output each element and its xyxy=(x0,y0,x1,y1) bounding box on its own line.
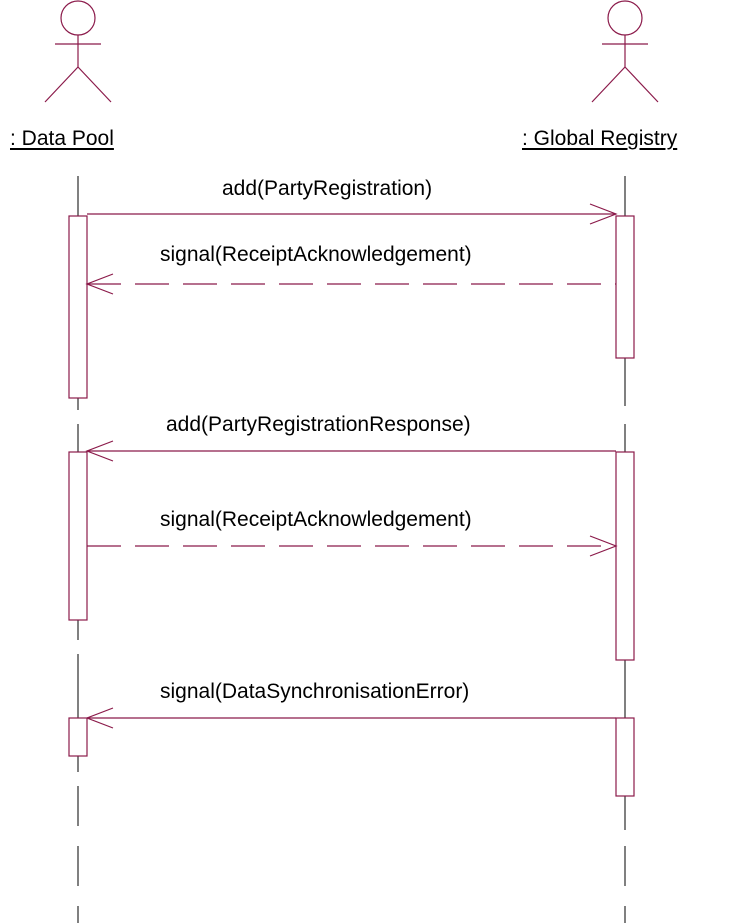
message-1-label: add(PartyRegistration) xyxy=(222,177,433,200)
global-registry-actor-label: : Global Registry xyxy=(522,127,678,150)
message-5-label: signal(DataSynchronisationError) xyxy=(160,680,470,703)
data-pool-actor-label: : Data Pool xyxy=(10,127,114,150)
data-pool-activation-2 xyxy=(68,451,88,621)
global-registry-activation-3 xyxy=(615,717,635,797)
global-registry-activation-1 xyxy=(615,215,635,359)
data-pool-actor-icon xyxy=(44,0,112,103)
message-2-label: signal(ReceiptAcknowledgement) xyxy=(160,243,472,266)
message-5-arrow xyxy=(85,707,616,729)
message-3-arrow xyxy=(85,440,616,462)
message-3-label: add(PartyRegistrationResponse) xyxy=(166,413,471,436)
global-registry-actor-icon xyxy=(591,0,659,103)
data-pool-activation-3 xyxy=(68,717,88,757)
global-registry-activation-2 xyxy=(615,451,635,661)
message-2-arrow xyxy=(85,273,616,295)
message-4-label: signal(ReceiptAcknowledgement) xyxy=(160,508,472,531)
message-4-arrow xyxy=(87,535,618,557)
data-pool-activation-1 xyxy=(68,215,88,399)
message-1-arrow xyxy=(87,203,618,225)
